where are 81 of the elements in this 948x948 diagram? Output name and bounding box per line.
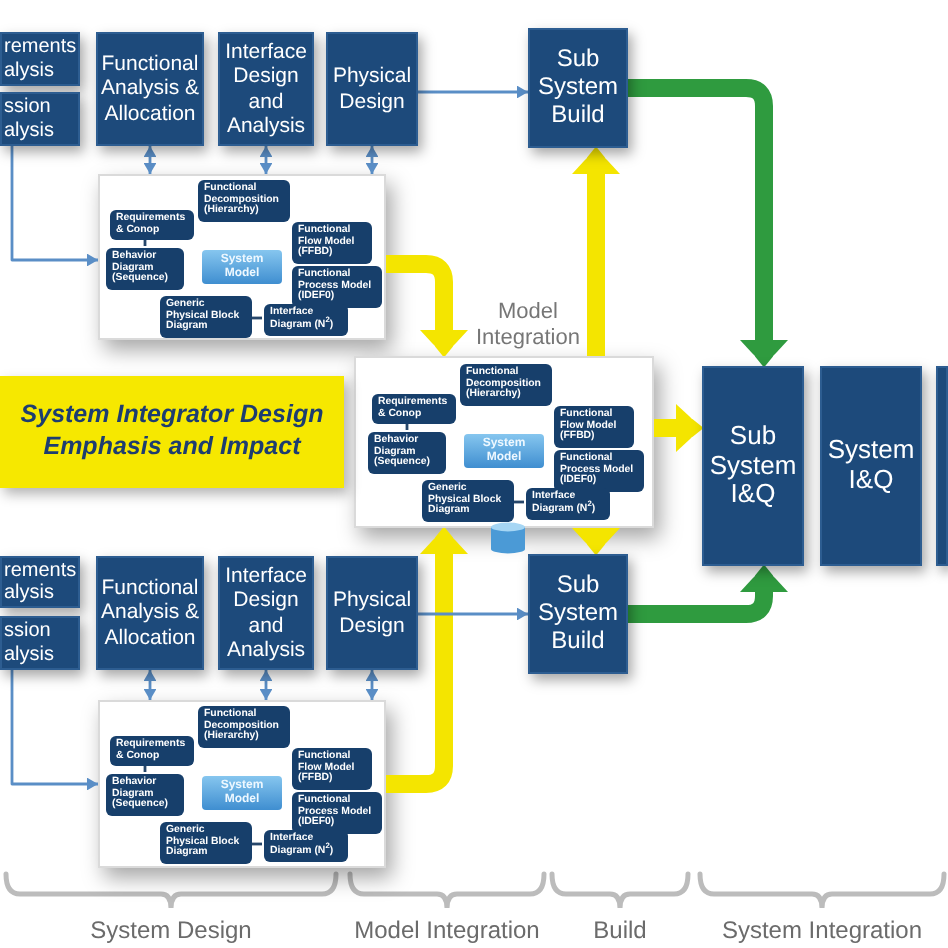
system-model-block <box>202 250 282 284</box>
arrow <box>628 566 788 623</box>
arrow <box>386 528 468 793</box>
connector-line <box>405 422 409 430</box>
arrow <box>572 528 620 554</box>
model-element <box>554 450 644 492</box>
model-panel <box>98 174 386 340</box>
connector-line <box>143 764 147 772</box>
model-element <box>292 748 372 790</box>
model-element <box>106 248 184 290</box>
step-label: Interface Design and Analysis <box>223 564 309 662</box>
phase-label: System Integration <box>721 916 923 944</box>
arrow <box>418 85 528 99</box>
model-element <box>110 736 194 766</box>
process-box <box>702 366 804 566</box>
step-label: Sub System I&Q <box>707 421 799 511</box>
model-element <box>198 180 290 222</box>
arrow <box>418 607 528 621</box>
arrow <box>259 146 273 174</box>
emphasis-banner <box>0 376 344 488</box>
arrow <box>365 146 379 174</box>
process-box <box>96 32 204 146</box>
process-box <box>820 366 922 566</box>
system-model-block <box>202 776 282 810</box>
step-label: Interface Design and Analysis <box>223 40 309 138</box>
process-box <box>528 554 628 674</box>
model-element <box>160 822 252 864</box>
process-box <box>0 92 80 146</box>
arrow <box>628 79 788 366</box>
step-label: ssion alysis <box>4 96 57 142</box>
arrow <box>572 148 620 356</box>
arrow <box>386 255 468 356</box>
model-element <box>292 222 372 264</box>
process-box <box>936 366 948 566</box>
process-box <box>96 556 204 670</box>
process-box <box>326 32 418 146</box>
process-box <box>528 28 628 148</box>
step-label: Sub System Build <box>535 46 620 130</box>
arrow <box>143 146 157 174</box>
model-element <box>422 480 514 522</box>
step-label: rements alysis <box>4 36 77 82</box>
step-label: Functional Analysis & Allocation <box>100 576 200 650</box>
arrow <box>143 670 157 700</box>
arrow <box>10 670 98 791</box>
step-label: Physical Design <box>330 64 414 114</box>
model-element <box>198 706 290 748</box>
connector-line <box>512 500 524 504</box>
model-element <box>264 304 348 336</box>
phase-label: System Design <box>90 916 252 944</box>
model-panel <box>98 700 386 868</box>
model-element <box>372 394 456 424</box>
step-label: rements alysis <box>4 559 77 605</box>
phase-label: Model Integration <box>354 916 540 944</box>
step-label: System I&Q <box>825 436 917 496</box>
step-label: Functional Analysis & Allocation <box>100 52 200 126</box>
model-element <box>160 296 252 338</box>
arrow <box>654 404 702 452</box>
connector-line <box>143 238 147 246</box>
connector-line <box>250 842 262 846</box>
model-element <box>110 210 194 240</box>
step-label: Sub System Build <box>535 572 620 656</box>
connector-line <box>250 316 262 320</box>
banner-text: System Integrator Design Emphasis and Impact <box>18 400 326 464</box>
panel-heading: Model Integration <box>474 299 582 352</box>
model-element <box>292 792 382 834</box>
model-element <box>264 830 348 862</box>
model-element <box>106 774 184 816</box>
system-model-block <box>464 434 544 468</box>
model-element <box>368 432 446 474</box>
arrow <box>10 146 98 267</box>
phase-label: Build <box>593 916 647 944</box>
model-element <box>554 406 634 448</box>
step-label: Physical Design <box>330 588 414 638</box>
process-box <box>326 556 418 670</box>
arrow <box>259 670 273 700</box>
process-box <box>0 616 80 670</box>
model-element <box>526 488 610 520</box>
step-label: ssion alysis <box>4 620 57 666</box>
model-element <box>460 364 552 406</box>
arrow <box>365 670 379 700</box>
model-element <box>292 266 382 308</box>
